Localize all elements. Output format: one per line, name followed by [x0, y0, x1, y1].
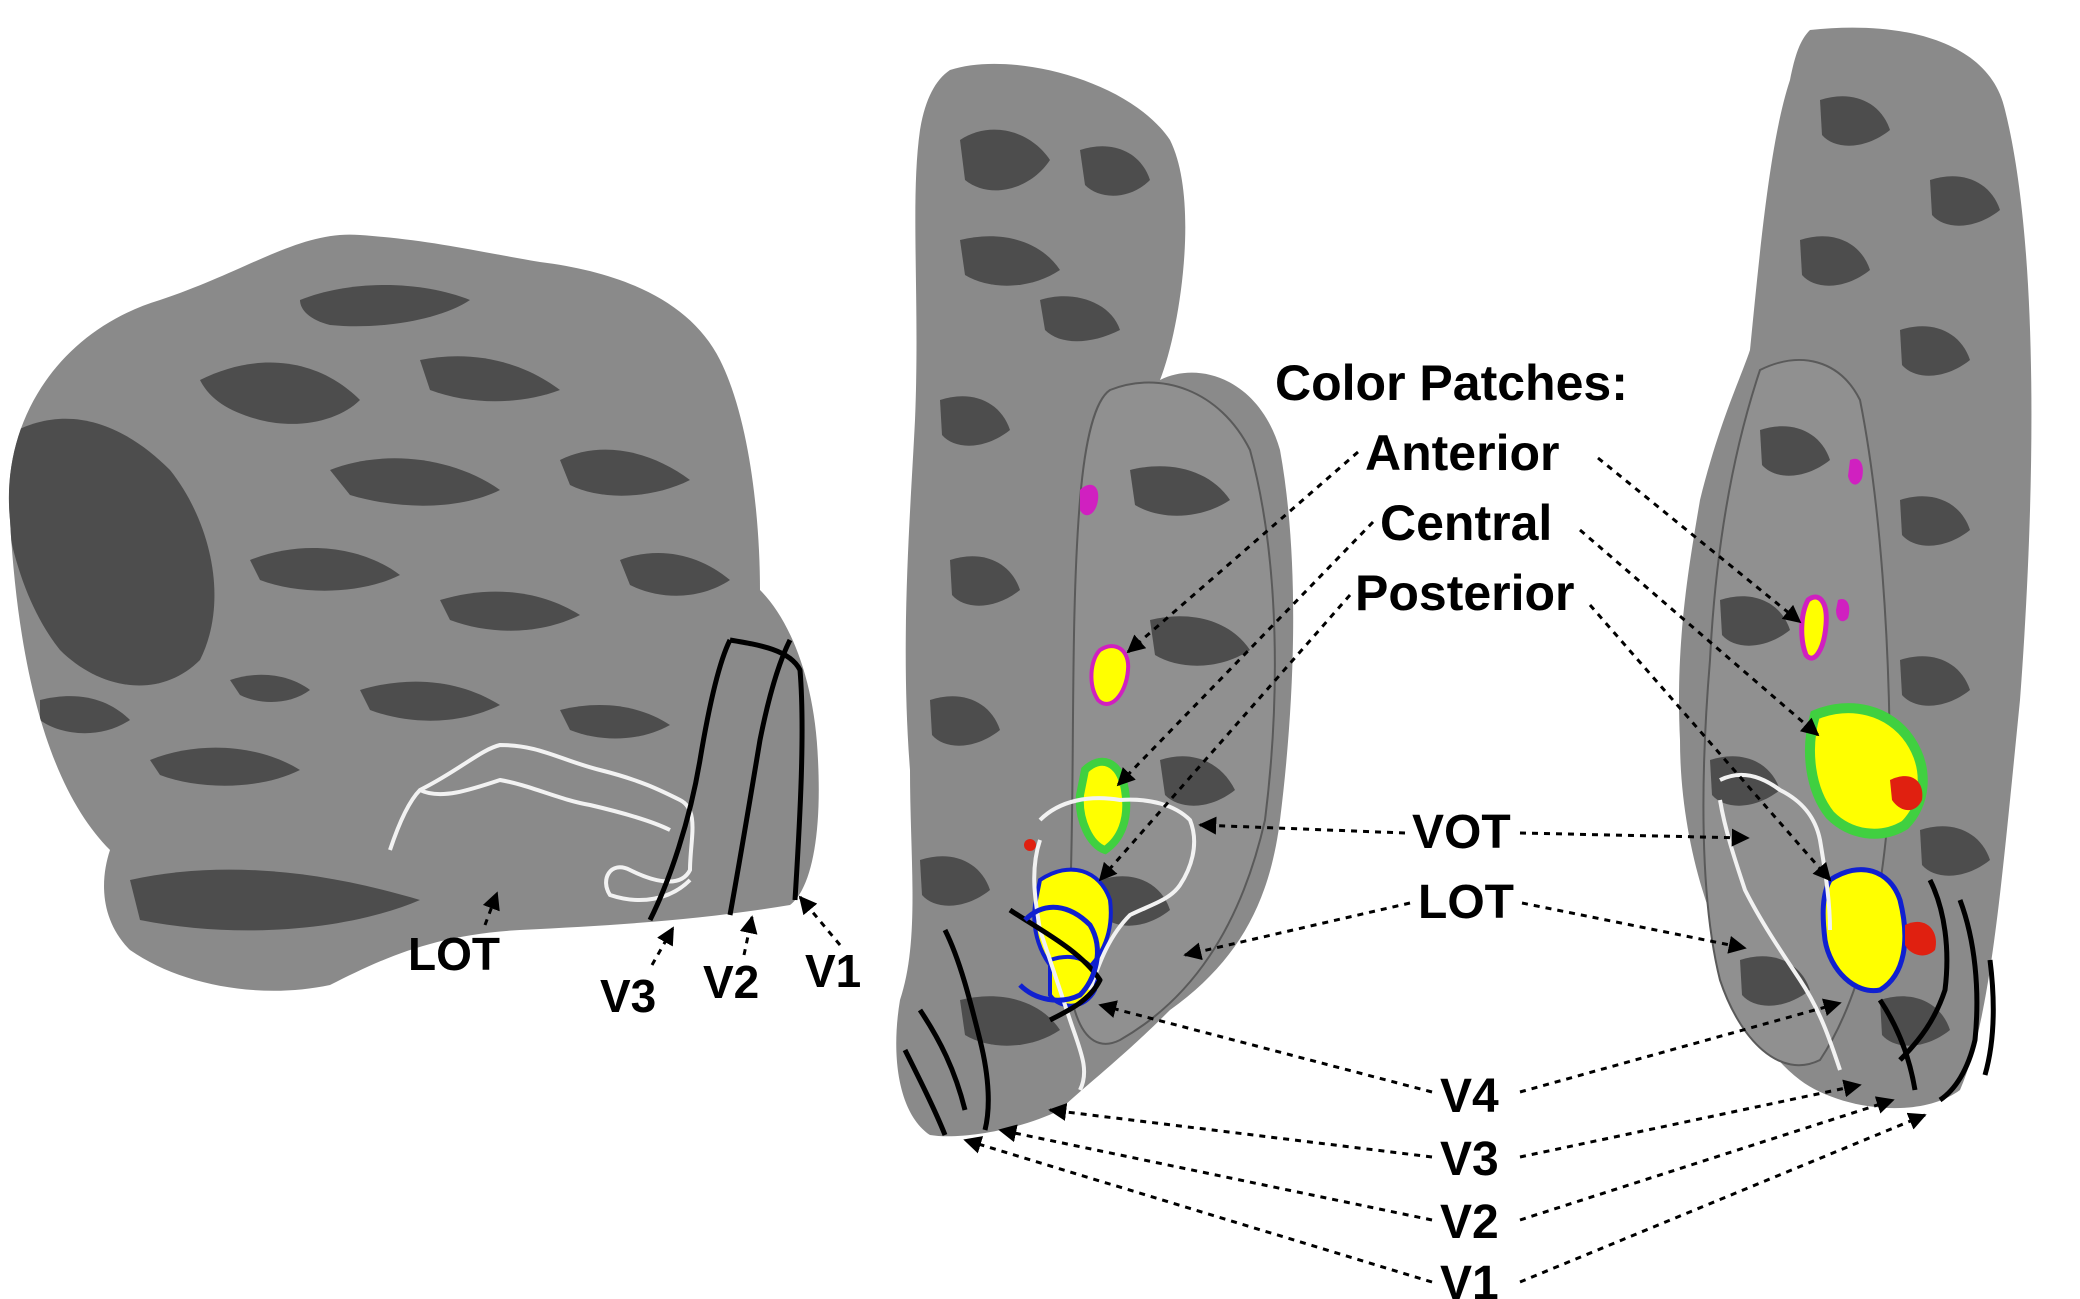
arrow-v1-right: [1519, 1112, 1927, 1284]
left-v1-boundary: [729, 637, 805, 901]
left-lot-outline: [388, 743, 695, 902]
arrow-v3-left: [1048, 1103, 1433, 1159]
center-label-lot: LOT: [1418, 876, 1514, 929]
middle-v3-boundary: [942, 928, 991, 1131]
left-arrow-lot: [482, 891, 500, 926]
left-brain-sulci: [8, 285, 730, 931]
right-v1-boundary: [1877, 998, 1918, 1091]
right-posterior-patch: [1820, 867, 1908, 994]
arrow-posterior-left: [1098, 594, 1352, 882]
legend-title: Color Patches:: [1275, 355, 1628, 411]
middle-v1-boundary: [902, 1048, 948, 1136]
middle-v4-outline: [1018, 904, 1100, 1003]
middle-brain-sulci: [920, 129, 1250, 1046]
middle-vot-outline: [1038, 796, 1197, 991]
middle-lot-outline: [1032, 839, 1087, 1091]
arrow-vot-left: [1198, 816, 1406, 835]
left-arrow-v1: [798, 895, 842, 946]
right-brain-ventral-view: [1679, 27, 2032, 1109]
right-brain-roi-outlines: [1718, 772, 1996, 1103]
arrow-v3-right: [1519, 1079, 1862, 1159]
left-v2-boundary: [727, 638, 793, 916]
arrow-v4-left: [1098, 1000, 1433, 1094]
arrow-central-right: [1579, 528, 1820, 737]
middle-anterior-patch: [1089, 644, 1131, 706]
left-arrow-v3: [650, 926, 675, 966]
arrow-lot-left: [1183, 901, 1411, 961]
middle-brain-activation: [1024, 484, 1131, 1008]
left-brain-lateral-view: LOT V3 V2 V1: [8, 234, 861, 1022]
arrow-vot-right: [1519, 828, 1750, 847]
left-label-v1: V1: [805, 945, 861, 997]
center-label-v1: V1: [1440, 1257, 1499, 1299]
center-label-v2: V2: [1440, 1196, 1499, 1249]
left-label-v2: V2: [703, 956, 759, 1008]
left-brain-roi-outlines: [388, 637, 805, 922]
legend-anterior: Anterior: [1365, 425, 1559, 481]
left-label-v3: V3: [600, 970, 656, 1022]
middle-central-patch: [1075, 757, 1131, 855]
middle-v2-boundary: [917, 1008, 968, 1111]
center-label-v3: V3: [1440, 1133, 1499, 1186]
middle-brain-roi-outlines: [902, 796, 1197, 1136]
right-anterior-top-patch: [1848, 458, 1863, 485]
right-central-patch: [1805, 703, 1928, 839]
left-arrow-v2: [739, 915, 758, 956]
middle-v4-boundary: [1008, 907, 1103, 1023]
right-v2-boundary: [1982, 959, 1996, 1076]
arrow-posterior-right: [1588, 604, 1832, 882]
right-vot-outline: [1719, 772, 1832, 931]
right-lot-outline: [1718, 799, 1842, 1071]
arrow-v2-left: [998, 1124, 1433, 1222]
left-brain-surface: [8, 234, 819, 991]
left-label-lot: LOT: [408, 928, 500, 980]
left-lot-outline-inner: [419, 778, 671, 832]
center-roi-labels: VOT LOT V4 V3 V2 V1: [963, 806, 1927, 1299]
middle-anterior-patch-outline: [1080, 484, 1099, 516]
arrow-v1-left: [963, 1136, 1433, 1284]
right-anterior-patch: [1799, 594, 1829, 661]
arrow-anterior-left: [1126, 450, 1359, 654]
center-label-v4: V4: [1440, 1070, 1499, 1123]
arrow-v2-right: [1519, 1096, 1895, 1222]
right-posterior-patch-b: [1905, 921, 1936, 956]
legend-central: Central: [1380, 495, 1552, 551]
arrow-anterior-right: [1597, 456, 1802, 624]
right-v3-boundary: [1938, 899, 1980, 1103]
middle-peak-dot: [1024, 839, 1036, 851]
color-patches-legend: Color Patches: Anterior Central Posterio…: [1098, 355, 1832, 882]
middle-brain-ventral-view: [896, 63, 1294, 1137]
center-label-vot: VOT: [1412, 806, 1511, 859]
legend-posterior: Posterior: [1355, 565, 1575, 621]
left-v3-boundary: [647, 638, 733, 922]
right-v4-boundary: [1898, 878, 1950, 1062]
arrow-lot-right: [1521, 901, 1747, 954]
right-central-patch-b: [1890, 776, 1923, 811]
right-brain-activation: [1799, 458, 1936, 994]
arrow-central-left: [1116, 520, 1375, 787]
arrow-v4-right: [1519, 998, 1842, 1094]
right-anterior-patch-b: [1836, 598, 1850, 622]
